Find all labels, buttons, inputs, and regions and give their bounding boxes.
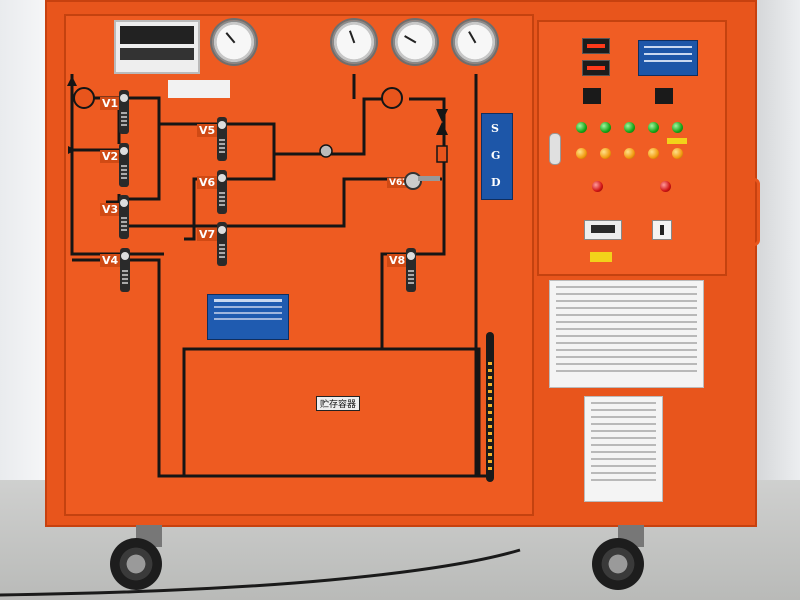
pressure-gauge-icon — [453, 20, 497, 64]
nameplate — [207, 294, 289, 340]
indicator-led-icon — [672, 122, 683, 133]
valve-lever-v6z[interactable] — [418, 176, 440, 181]
pressure-gauge-icon — [332, 20, 376, 64]
valve-handle-v8[interactable] — [406, 248, 416, 292]
brand-plate-vertical: S G D — [481, 113, 513, 200]
valve-handle-v6[interactable] — [217, 170, 227, 214]
hazard-tag — [590, 252, 612, 262]
stop-button[interactable] — [592, 181, 603, 192]
valve-label-v6z: V6Z — [387, 178, 411, 188]
vacuum-pump-icon — [73, 87, 95, 109]
indicator-led-icon — [576, 148, 587, 159]
indicator-led-icon — [672, 148, 683, 159]
valve-handle-v3[interactable] — [119, 195, 129, 239]
digital-display — [582, 60, 610, 76]
compressor-icon — [381, 87, 403, 109]
valve-label-v5: V5 — [197, 124, 218, 137]
valve-label-v2: V2 — [100, 150, 121, 163]
sgd-letter-s: S — [491, 122, 499, 135]
indicator-led-icon — [600, 148, 611, 159]
valve-label-v1: V1 — [100, 97, 121, 110]
tank-label: 贮存容器 — [316, 396, 361, 411]
instruction-sheet — [549, 280, 704, 388]
pressure-gauge-icon — [212, 20, 256, 64]
valve-label-v8: V8 — [387, 254, 408, 267]
pipe-diagram — [67, 74, 489, 478]
valve-label-v6: V6 — [197, 176, 218, 189]
valve-label-v4: V4 — [100, 254, 121, 267]
caster-wheel — [592, 538, 644, 590]
valve-label-v3: V3 — [100, 203, 121, 216]
rotary-switch[interactable] — [652, 220, 672, 240]
valve-handle-v7[interactable] — [217, 222, 227, 266]
valve-knob-v6z[interactable] — [404, 172, 422, 190]
indicator-led-icon — [624, 122, 635, 133]
meter-display — [583, 88, 601, 104]
warning-tag — [667, 138, 687, 144]
pressure-gauge-icon — [393, 20, 437, 64]
ball-valve-icon — [436, 109, 448, 135]
indicator-led-icon — [648, 148, 659, 159]
caster-wheel — [110, 538, 162, 590]
filter-icon — [319, 144, 333, 158]
side-handle[interactable] — [747, 178, 760, 246]
valve-handle-v5[interactable] — [217, 117, 227, 161]
valve-handle-v4[interactable] — [120, 248, 130, 292]
valve-handle-v2[interactable] — [119, 143, 129, 187]
control-nameplate — [638, 40, 698, 76]
indicator-led-icon — [600, 122, 611, 133]
notice-sheet — [584, 396, 663, 502]
stop-button[interactable] — [660, 181, 671, 192]
indicator-led-icon — [576, 122, 587, 133]
valve-handle-v1[interactable] — [119, 90, 129, 134]
key-switch[interactable] — [549, 133, 561, 165]
floor-cable — [0, 548, 521, 597]
indicator-led-icon — [648, 122, 659, 133]
digital-display — [582, 38, 610, 54]
warning-label — [168, 80, 230, 98]
indicator-led-icon — [624, 148, 635, 159]
digital-meter — [114, 20, 200, 74]
valve-label-v7: V7 — [197, 228, 218, 241]
level-gauge — [486, 332, 494, 482]
sgd-letter-d: D — [491, 176, 501, 189]
meter-display — [655, 88, 673, 104]
circuit-breaker[interactable] — [584, 220, 622, 240]
sgd-letter-g: G — [491, 149, 501, 162]
